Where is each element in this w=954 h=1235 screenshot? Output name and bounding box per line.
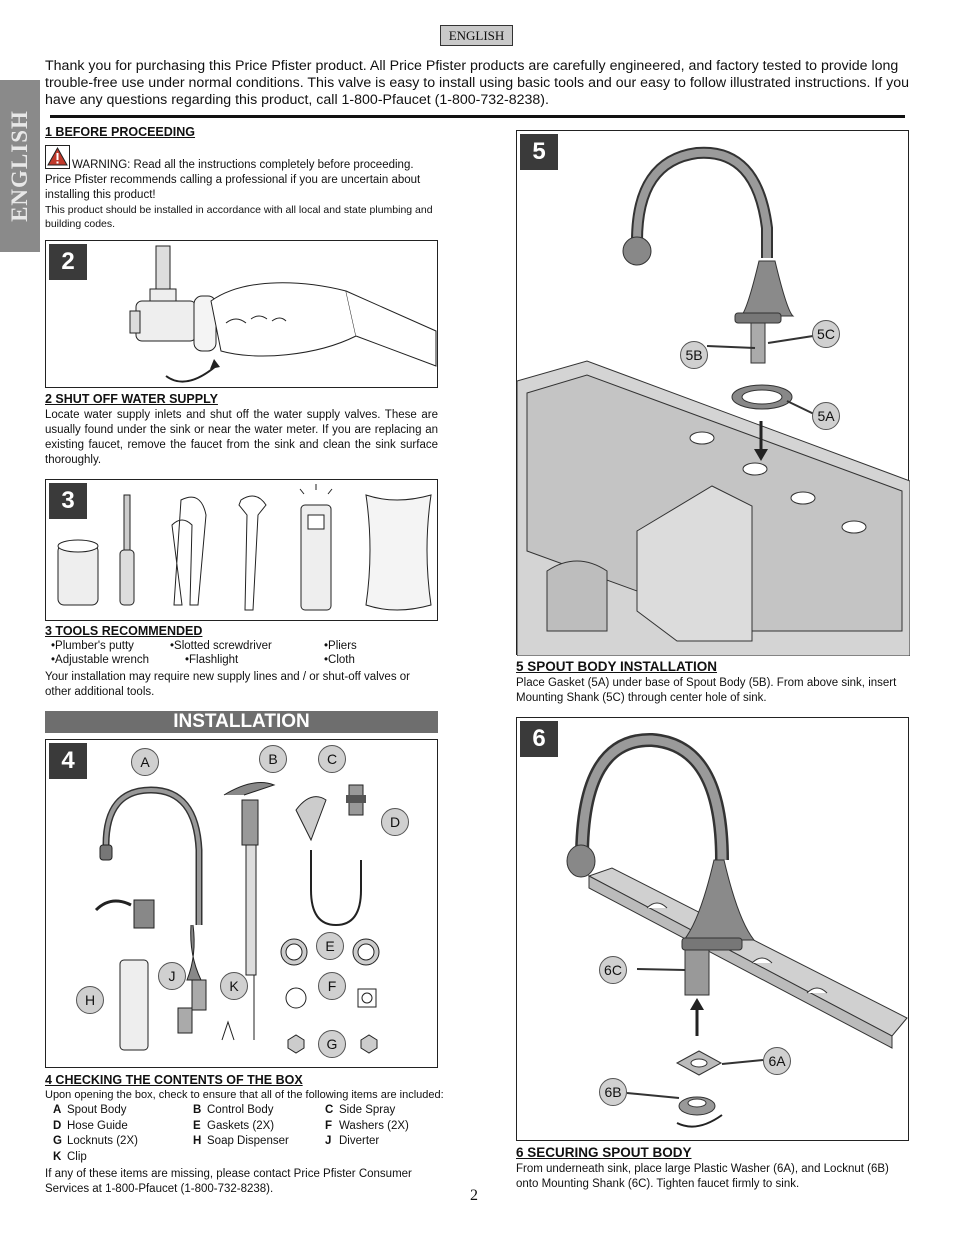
callout-h: H <box>76 986 104 1014</box>
figure-3-tools: 3 <box>45 479 438 621</box>
tool-item: •Plumber's putty <box>51 640 134 652</box>
tools-illustration <box>57 484 432 611</box>
language-badge: ENGLISH <box>440 25 513 46</box>
callout-d: D <box>381 808 409 836</box>
figure-5-spout-install: 5 5C 5B 5A <box>516 130 910 656</box>
figure-2-shutoff-valve: 2 <box>45 240 438 388</box>
callout-a: A <box>131 748 159 776</box>
callout-f: F <box>318 972 346 1000</box>
callout-5a: 5A <box>812 402 840 430</box>
language-side-tab: ENGLISH <box>0 80 40 252</box>
callout-b: B <box>259 745 287 773</box>
contents-illustration <box>94 782 380 1054</box>
warning-icon <box>45 145 70 169</box>
figure-number: 2 <box>49 244 87 280</box>
intro-paragraph: Thank you for purchasing this Price Pfis… <box>45 58 910 108</box>
section3-heading: 3 TOOLS RECOMMENDED <box>45 624 203 638</box>
callout-6c: 6C <box>599 956 627 984</box>
figure-6-securing-spout: 6 6C 6A 6B <box>516 717 909 1141</box>
section4-heading: 4 CHECKING THE CONTENTS OF THE BOX <box>45 1073 303 1087</box>
tool-item: •Pliers <box>324 640 357 652</box>
spout-install-illustration <box>517 146 910 656</box>
callout-k: K <box>220 972 248 1000</box>
figure-number: 5 <box>520 134 558 170</box>
section4-note: If any of these items are missing, pleas… <box>45 1168 412 1195</box>
callout-5c: 5C <box>812 320 840 348</box>
section2-heading: 2 SHUT OFF WATER SUPPLY <box>45 392 218 406</box>
codes-note: This product should be installed in acco… <box>45 204 433 230</box>
figure-number: 6 <box>520 721 558 757</box>
securing-spout-illustration <box>566 732 908 1128</box>
callout-j: J <box>158 962 186 990</box>
tool-item: •Adjustable wrench <box>51 654 149 666</box>
section5-heading: 5 SPOUT BODY INSTALLATION <box>516 659 718 674</box>
tool-item: •Cloth <box>324 654 355 666</box>
callout-c: C <box>318 745 346 773</box>
callout-6b: 6B <box>599 1078 627 1106</box>
callout-g: G <box>318 1030 346 1058</box>
shutoff-valve-illustration <box>129 245 437 383</box>
figure-number: 4 <box>49 743 87 779</box>
figure-number: 3 <box>49 483 87 519</box>
warning-text: WARNING: Read all the instructions compl… <box>45 159 421 201</box>
callout-5b: 5B <box>680 341 708 369</box>
callout-e: E <box>316 932 344 960</box>
section1-heading: 1 BEFORE PROCEEDING <box>45 125 196 139</box>
installation-title: INSTALLATION <box>45 711 438 733</box>
header-divider <box>50 115 905 118</box>
callout-6a: 6A <box>763 1047 791 1075</box>
section4-intro: Upon opening the box, check to ensure th… <box>45 1089 444 1101</box>
section6-text: From underneath sink, place large Plasti… <box>516 1163 889 1190</box>
section2-text: Locate water supply inlets and shut off … <box>45 409 438 466</box>
section5-text: Place Gasket (5A) under base of Spout Bo… <box>516 677 897 704</box>
section6-heading: 6 SECURING SPOUT BODY <box>516 1145 692 1160</box>
page-number: 2 <box>470 1187 478 1204</box>
tool-item: •Flashlight <box>185 654 239 666</box>
figure-4-box-contents: 4 A B C D E F G H J K <box>45 739 438 1068</box>
side-tab-label: ENGLISH <box>7 110 32 222</box>
tool-item: •Slotted screwdriver <box>170 640 272 652</box>
section3-note: Your installation may require new supply… <box>45 671 411 698</box>
